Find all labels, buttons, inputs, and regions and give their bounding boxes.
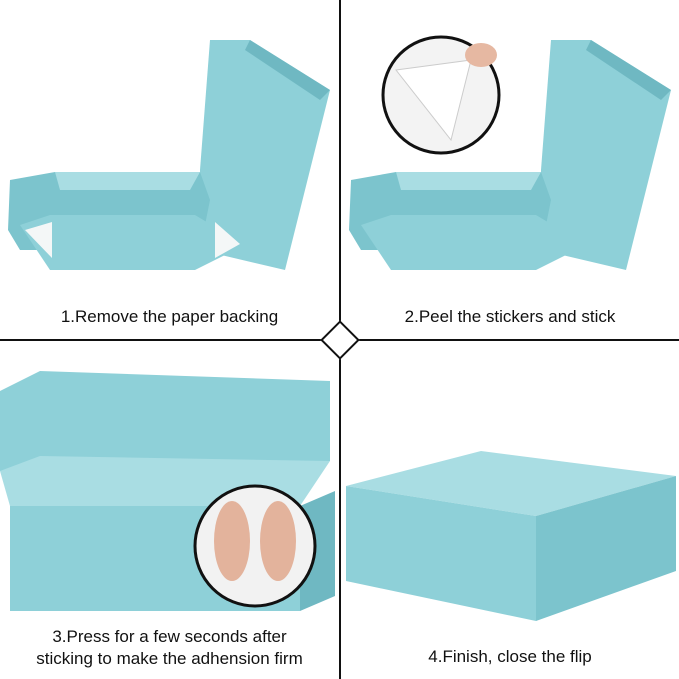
step3-caption-line2: sticking to make the adhension firm [36,649,303,668]
step4-caption: 4.Finish, close the flip [428,647,592,666]
step2-caption: 2.Peel the stickers and stick [404,307,616,326]
step1-caption: 1.Remove the paper backing [60,307,279,326]
step4-image [346,451,676,621]
step2-image [349,35,671,270]
step1-image [8,40,330,270]
step3-image [0,371,335,611]
step3-caption-line1: 3.Press for a few seconds after [52,627,287,646]
step3-caption: 3.Press for a few seconds after sticking… [0,626,339,670]
